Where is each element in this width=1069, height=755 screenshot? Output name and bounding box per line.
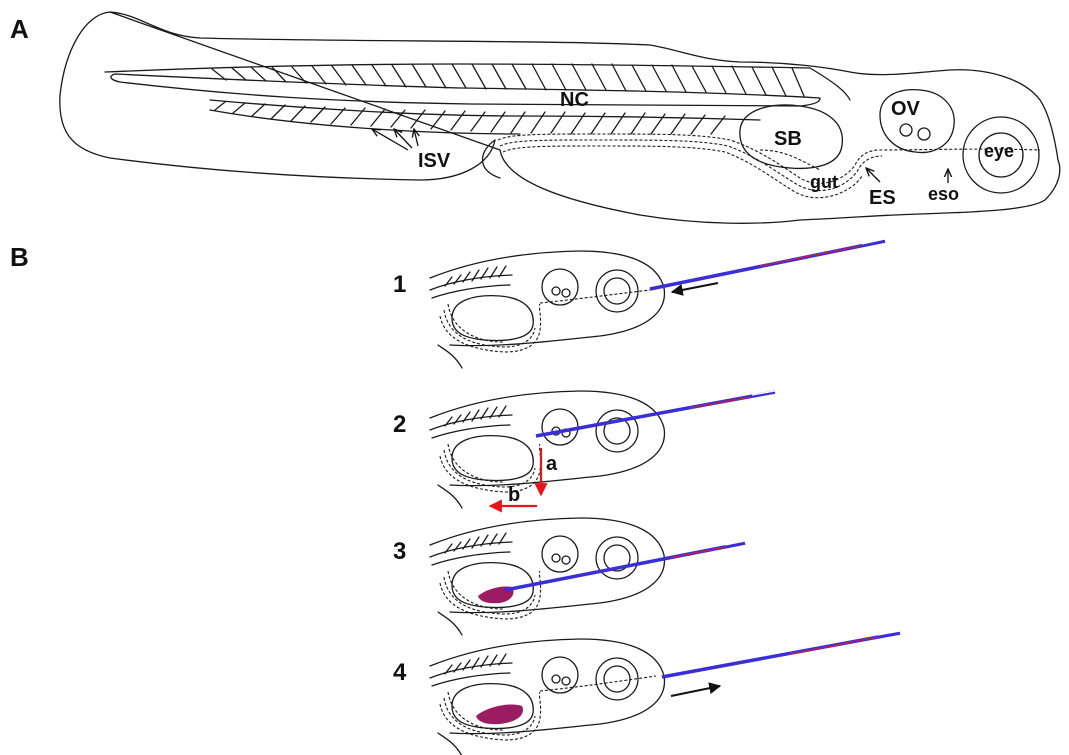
step-2-number: 2 (393, 411, 406, 438)
label-isv: ISV (418, 150, 451, 172)
label-eye: eye (984, 141, 1014, 161)
label-es: ES (869, 187, 896, 209)
step-4: 4 (393, 631, 900, 755)
movement-label-b: b (508, 484, 520, 506)
label-sb: SB (774, 128, 802, 150)
larva-diagram: NC OV SB eye ISV gut ES eso (60, 12, 1060, 223)
injected-dye (476, 704, 523, 724)
label-ov: OV (891, 98, 921, 120)
step-1: 1 (393, 239, 885, 368)
label-nc: NC (560, 89, 589, 111)
step-1-number: 1 (393, 271, 406, 298)
step-2: 2 a b (393, 391, 775, 508)
step-3: 3 (393, 518, 745, 635)
panel-b-letter: B (10, 242, 29, 272)
step-3-number: 3 (393, 538, 406, 565)
label-gut: gut (810, 172, 838, 192)
label-eso: eso (928, 184, 959, 204)
panel-a-letter: A (10, 14, 29, 44)
movement-label-a: a (546, 453, 558, 475)
step-4-number: 4 (393, 659, 407, 686)
